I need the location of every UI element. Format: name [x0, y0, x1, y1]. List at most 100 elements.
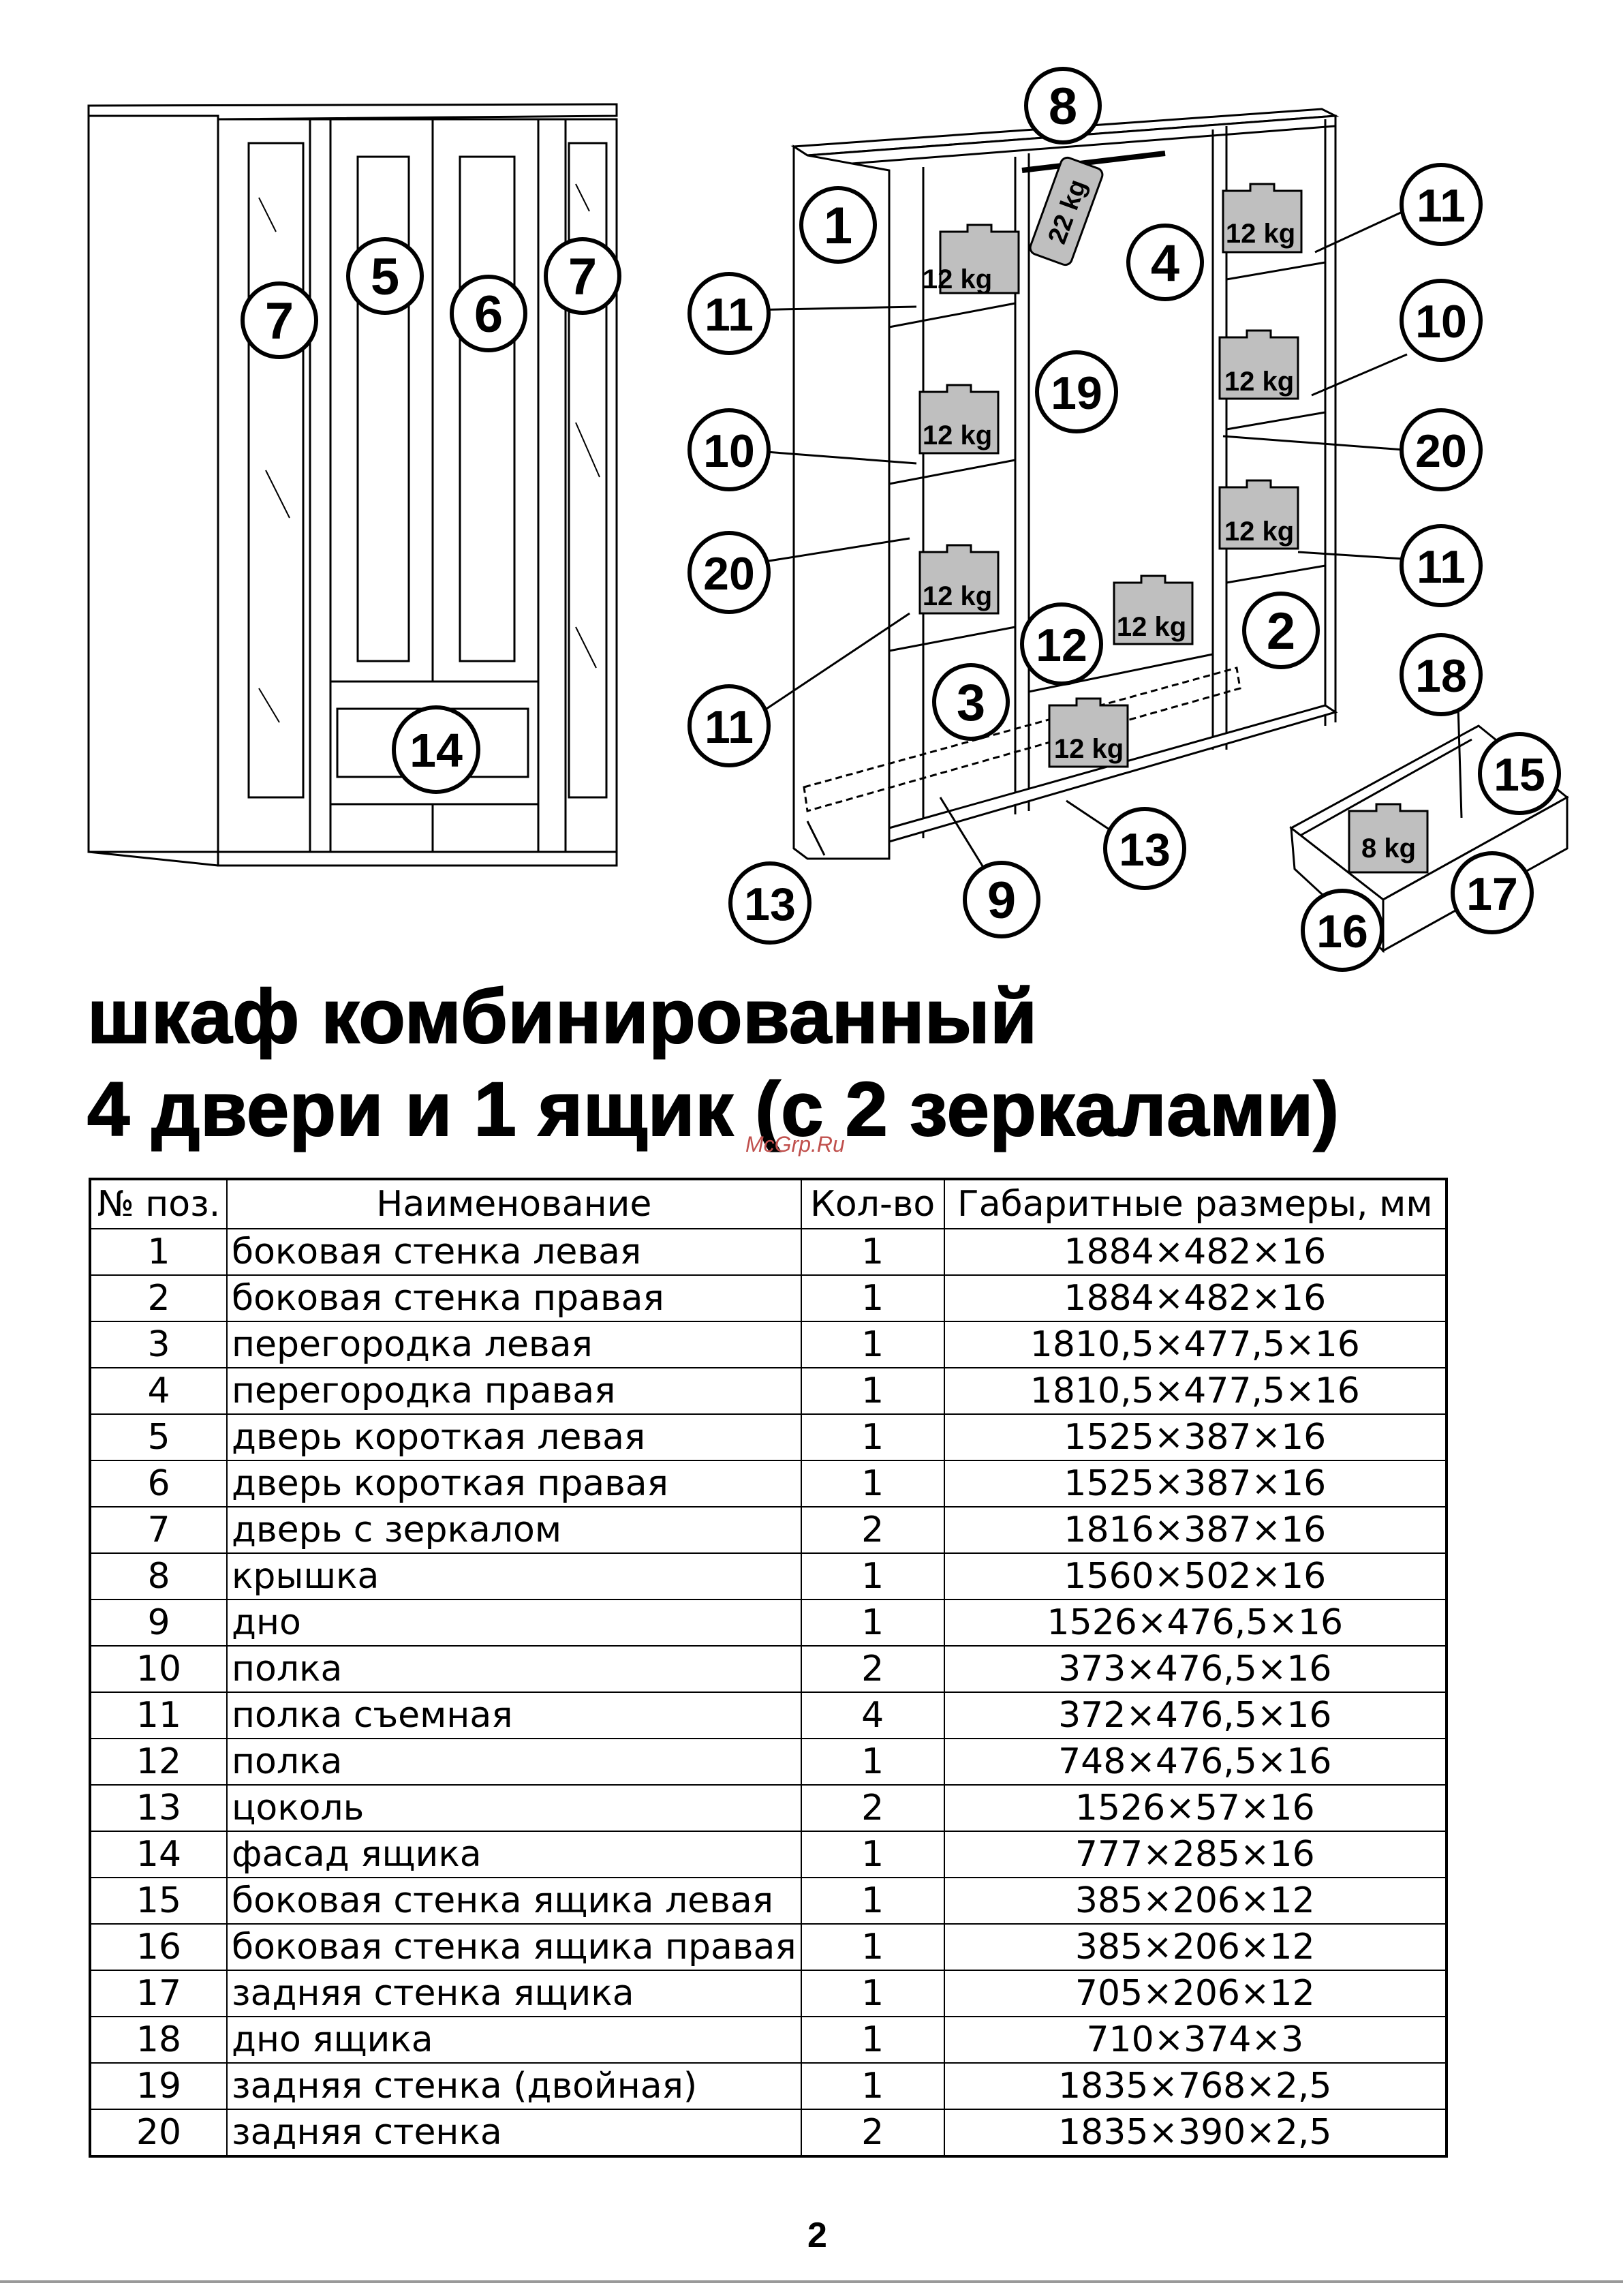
callout-11: 11 — [1400, 524, 1483, 607]
svg-text:13: 13 — [744, 878, 796, 930]
cell-position: 15 — [89, 1877, 228, 1925]
cell-name: дно ящика — [226, 2016, 802, 2064]
cell-position: 10 — [89, 1645, 228, 1693]
cell-quantity: 4 — [800, 1692, 945, 1739]
cell-quantity: 1 — [800, 1460, 945, 1507]
cell-dimensions: 372×476,5×16 — [943, 1692, 1448, 1739]
cell-position: 13 — [89, 1784, 228, 1832]
weight-badge-12kg: 12 kg — [1113, 575, 1194, 645]
cell-name: полка — [226, 1738, 802, 1786]
svg-text:3: 3 — [957, 674, 985, 732]
callout-4: 4 — [1126, 224, 1204, 301]
weight-badge-8kg: 8 kg — [1348, 803, 1429, 874]
cell-name: дверь короткая левая — [226, 1413, 802, 1461]
callout-8: 8 — [1024, 67, 1102, 144]
svg-text:17: 17 — [1466, 868, 1518, 920]
parts-table: № поз. Наименование Кол-во Габаритные ра… — [89, 1178, 1448, 2158]
svg-text:16: 16 — [1316, 906, 1368, 958]
cell-quantity: 1 — [800, 1367, 945, 1415]
cell-dimensions: 1884×482×16 — [943, 1228, 1448, 1276]
cell-name: боковая стенка ящика левая — [226, 1877, 802, 1925]
callout-16: 16 — [1301, 889, 1384, 972]
cell-quantity: 1 — [800, 1970, 945, 2017]
svg-text:7: 7 — [265, 292, 294, 350]
column-header-quantity: Кол-во — [800, 1178, 945, 1229]
weight-label: 12 kg — [1054, 734, 1124, 764]
cell-dimensions: 1525×387×16 — [943, 1460, 1448, 1507]
callout-6: 6 — [450, 275, 527, 352]
cell-position: 3 — [89, 1321, 228, 1368]
cell-quantity: 2 — [800, 1784, 945, 1832]
cell-name: задняя стенка — [226, 2109, 802, 2157]
cell-position: 1 — [89, 1228, 228, 1276]
svg-text:14: 14 — [409, 724, 463, 777]
cell-dimensions: 1560×502×16 — [943, 1552, 1448, 1600]
cell-quantity: 1 — [800, 1923, 945, 1971]
svg-text:20: 20 — [1415, 425, 1467, 477]
svg-text:4: 4 — [1151, 234, 1179, 292]
column-header-position: № поз. — [89, 1178, 228, 1229]
weight-label: 12 kg — [923, 581, 992, 611]
cell-dimensions: 385×206×12 — [943, 1877, 1448, 1925]
title-line-2: 4 двери и 1 ящик (с 2 зеркалами) — [87, 1067, 1340, 1152]
cell-position: 14 — [89, 1831, 228, 1878]
callout-2: 2 — [1242, 592, 1320, 669]
weight-badge-12kg: 12 kg — [1218, 479, 1299, 550]
weight-label: 12 kg — [1226, 219, 1295, 249]
page-number: 2 — [807, 2216, 827, 2255]
cell-dimensions: 1810,5×477,5×16 — [943, 1367, 1448, 1415]
svg-text:18: 18 — [1415, 650, 1467, 702]
callout-20: 20 — [1400, 408, 1483, 491]
weight-badge-12kg: 12 kg — [1222, 183, 1303, 254]
cell-name: полка — [226, 1645, 802, 1693]
svg-text:10: 10 — [1415, 296, 1467, 348]
svg-text:10: 10 — [703, 425, 755, 477]
cell-position: 6 — [89, 1460, 228, 1507]
cell-quantity: 1 — [800, 1228, 945, 1276]
cell-position: 7 — [89, 1506, 228, 1554]
weight-label: 12 kg — [1224, 517, 1294, 547]
weight-label: 8 kg — [1361, 833, 1416, 863]
svg-text:11: 11 — [1417, 541, 1466, 593]
callout-5: 5 — [346, 237, 424, 315]
svg-text:11: 11 — [705, 701, 754, 753]
cell-position: 20 — [89, 2109, 228, 2157]
cell-dimensions: 1884×482×16 — [943, 1274, 1448, 1322]
callout-7: 7 — [544, 237, 621, 315]
svg-text:20: 20 — [703, 548, 755, 600]
svg-text:19: 19 — [1051, 367, 1102, 419]
callouts: 7 5 6 7 14 8 1 4 19 11 10 20 11 11 10 20… — [241, 67, 1561, 972]
callout-11: 11 — [687, 684, 771, 767]
callout-3: 3 — [932, 663, 1010, 741]
callout-11: 11 — [1400, 163, 1483, 246]
cell-quantity: 1 — [800, 1877, 945, 1925]
cell-dimensions: 373×476,5×16 — [943, 1645, 1448, 1693]
callout-13: 13 — [728, 861, 812, 945]
svg-text:12: 12 — [1036, 619, 1087, 671]
weight-badge-12kg: 12 kg — [918, 544, 1000, 615]
callout-10: 10 — [1400, 279, 1483, 362]
callout-1: 1 — [799, 186, 877, 264]
callout-11: 11 — [687, 272, 771, 355]
callout-15: 15 — [1478, 732, 1561, 815]
weight-label: 12 kg — [1117, 612, 1186, 642]
cell-position: 16 — [89, 1923, 228, 1971]
cell-dimensions: 705×206×12 — [943, 1970, 1448, 2017]
bottom-divider — [0, 2280, 1623, 2283]
table-header-row: № поз. Наименование Кол-во Габаритные ра… — [89, 1178, 1448, 1229]
weight-badge-12kg: 12 kg — [923, 224, 1020, 294]
title-line-1: шкаф комбинированный — [87, 974, 1038, 1059]
